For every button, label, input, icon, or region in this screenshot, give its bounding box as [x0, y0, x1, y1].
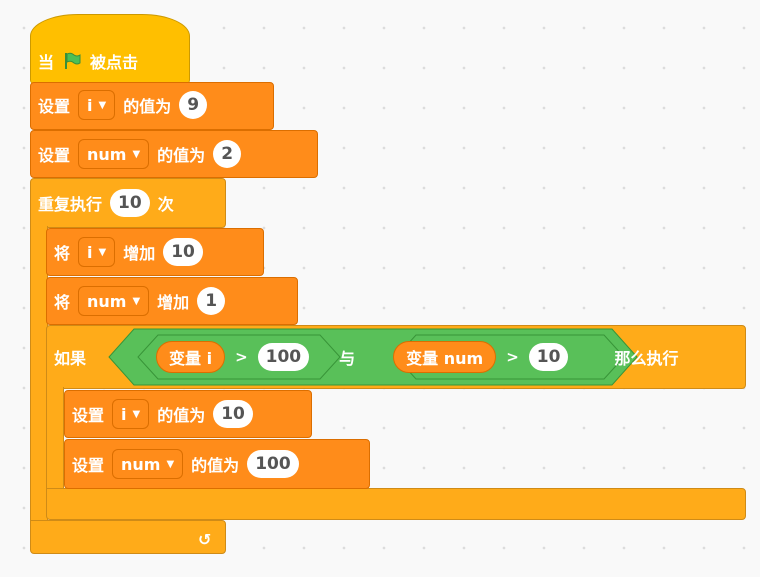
repeat-label: 重复执行	[38, 195, 103, 214]
repeat-block[interactable]	[30, 178, 226, 228]
value-input[interactable]: 100	[247, 450, 299, 478]
green-flag-icon	[62, 51, 82, 71]
value-input[interactable]: 10	[163, 238, 203, 266]
repeat-times-label: 次	[157, 195, 174, 214]
value-input[interactable]: 2	[213, 140, 242, 168]
variable-reporter-num[interactable]: 变量 num	[393, 341, 497, 373]
variable-dropdown-num[interactable]: num▼	[78, 286, 150, 316]
chevron-down-icon: ▼	[166, 458, 175, 470]
change-i-block[interactable]	[46, 228, 264, 276]
and-label: 与	[339, 349, 356, 368]
set-label: 设置	[72, 406, 105, 425]
change-i-row: 将 i▼ 增加 10	[46, 229, 203, 275]
variable-dropdown-i[interactable]: i▼	[78, 90, 116, 120]
if-bottom	[46, 488, 746, 520]
set-i-block[interactable]	[64, 390, 312, 438]
variable-dropdown-i[interactable]: i▼	[78, 237, 116, 267]
variable-dropdown-num[interactable]: num▼	[112, 449, 184, 479]
set-num-row: 设置 num▼ 的值为 2	[30, 131, 242, 177]
set-num-block[interactable]	[30, 130, 318, 178]
change-by-label: 增加	[123, 244, 156, 263]
repeat-bottom	[30, 520, 226, 554]
change-by-label: 增加	[157, 293, 190, 312]
repeat-row: 重复执行 10 次	[30, 180, 174, 226]
change-label: 将	[54, 244, 71, 263]
set-to-label: 的值为	[191, 456, 240, 475]
if-label: 如果	[54, 349, 87, 368]
set-label: 设置	[38, 146, 71, 165]
set-to-label: 的值为	[123, 97, 172, 116]
chevron-down-icon: ▼	[132, 408, 141, 420]
hat-prefix: 当	[38, 53, 55, 72]
set-num-row: 设置 num▼ 的值为 100	[64, 441, 299, 487]
set-to-label: 的值为	[157, 406, 206, 425]
compare-value-input[interactable]: 100	[257, 343, 310, 371]
hat-suffix: 被点击	[90, 53, 139, 72]
chevron-down-icon: ▼	[132, 295, 141, 307]
value-input[interactable]: 1	[197, 287, 226, 315]
set-i-row: 设置 i▼ 的值为 10	[64, 391, 253, 437]
when-flag-clicked-row: 当 被点击	[30, 38, 190, 84]
set-label: 设置	[72, 456, 105, 475]
value-input[interactable]: 9	[179, 91, 208, 119]
set-i-row: 设置 i▼ 的值为 9	[30, 82, 208, 128]
when-flag-clicked-block[interactable]	[30, 14, 190, 84]
chevron-down-icon: ▼	[98, 99, 107, 111]
set-i-block[interactable]	[30, 82, 274, 130]
if-row: 如果 变量 i > 100 与 变量 num > 10 那么执行	[46, 334, 678, 380]
compare-value-input[interactable]: 10	[528, 343, 569, 371]
variable-dropdown-num[interactable]: num▼	[78, 139, 150, 169]
then-label: 那么执行	[614, 349, 679, 368]
repeat-count-input[interactable]: 10	[110, 189, 150, 217]
chevron-down-icon: ▼	[98, 246, 107, 258]
set-label: 设置	[38, 97, 71, 116]
change-num-row: 将 num▼ 增加 1	[46, 278, 226, 324]
set-to-label: 的值为	[157, 146, 206, 165]
greater-than-label: >	[506, 348, 519, 366]
variable-reporter-i[interactable]: 变量 i	[156, 341, 226, 373]
variable-dropdown-i[interactable]: i▼	[112, 399, 150, 429]
loop-arrow-icon: ↺	[198, 530, 212, 549]
change-label: 将	[54, 293, 71, 312]
greater-than-label: >	[235, 348, 248, 366]
value-input[interactable]: 10	[213, 400, 253, 428]
chevron-down-icon: ▼	[132, 148, 141, 160]
if-arm	[46, 387, 64, 491]
